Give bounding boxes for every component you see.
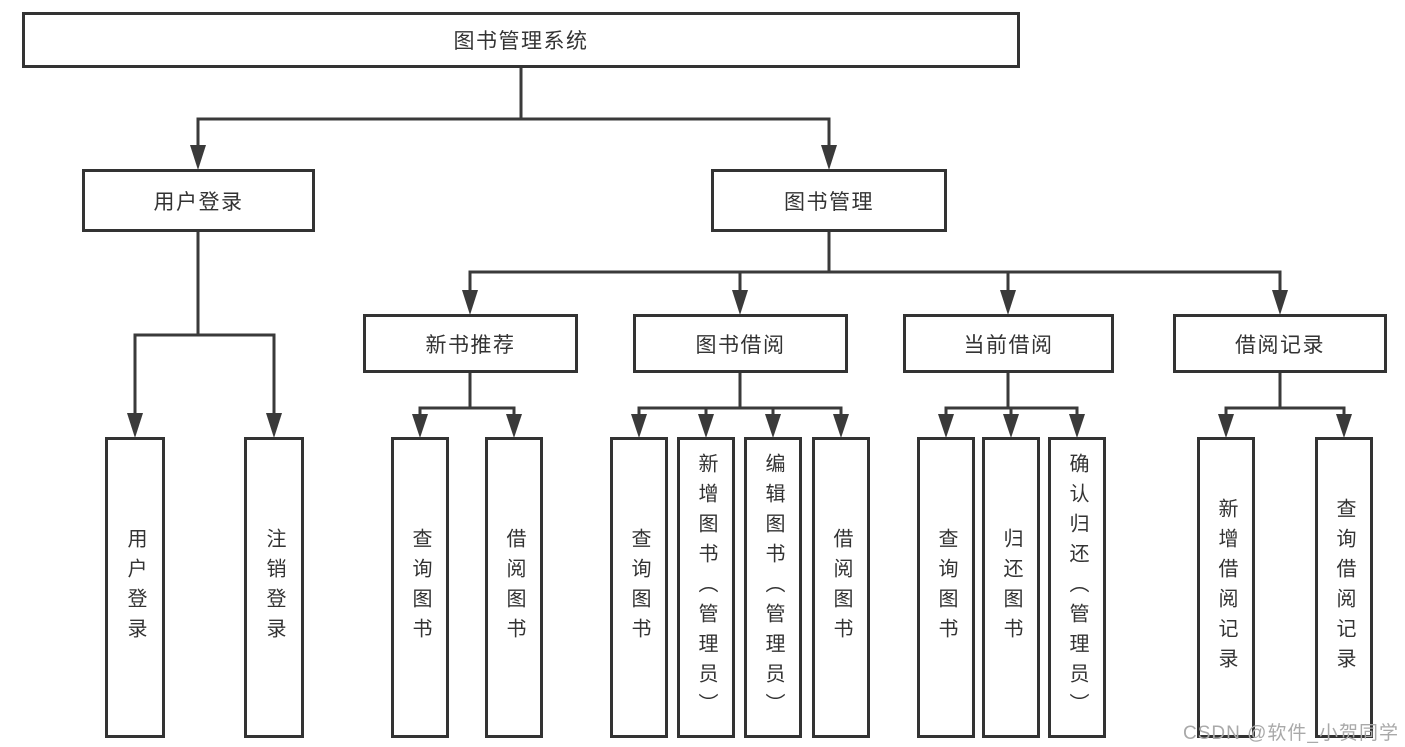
connector-arrowhead bbox=[1218, 414, 1234, 438]
node-label: 当前借阅 bbox=[963, 333, 1054, 357]
leaf-query-books-current: 查询图书 bbox=[917, 437, 975, 738]
node-book-management-system: 图书管理系统 bbox=[22, 12, 1020, 68]
leaf-return-books: 归还图书 bbox=[982, 437, 1040, 738]
leaf-label: 确认归还（管理员） bbox=[1066, 452, 1088, 723]
leaf-label: 编辑图书（管理员） bbox=[762, 452, 784, 723]
leaf-label: 借阅图书 bbox=[503, 527, 525, 648]
leaf-user-login: 用户登录 bbox=[105, 437, 165, 738]
node-label: 图书管理系统 bbox=[453, 30, 589, 53]
leaf-edit-books-admin: 编辑图书（管理员） bbox=[744, 437, 802, 738]
leaf-borrow-books-borrowing: 借阅图书 bbox=[812, 437, 870, 738]
connector-new-book-recommendation-to-leaves bbox=[412, 370, 522, 438]
leaf-query-books-recommend: 查询图书 bbox=[391, 437, 449, 738]
connector-arrowhead bbox=[698, 414, 714, 438]
connector-arrowhead bbox=[938, 414, 954, 438]
connector-root-to-level2 bbox=[190, 64, 837, 170]
leaf-label: 借阅图书 bbox=[830, 527, 852, 648]
connector-arrowhead bbox=[631, 414, 647, 438]
connector-arrowhead bbox=[266, 413, 282, 438]
leaf-query-books-borrowing: 查询图书 bbox=[610, 437, 668, 738]
connector-arrowhead bbox=[1003, 414, 1019, 438]
leaf-logout: 注销登录 bbox=[244, 437, 304, 738]
leaf-label: 新增图书（管理员） bbox=[695, 452, 717, 723]
leaf-label: 查询借阅记录 bbox=[1333, 497, 1355, 678]
connector-arrowhead bbox=[190, 145, 206, 170]
node-label: 图书管理 bbox=[784, 190, 874, 214]
leaf-label: 用户登录 bbox=[124, 527, 146, 648]
connector-arrowhead bbox=[833, 414, 849, 438]
connector-arrowhead bbox=[732, 290, 748, 315]
leaf-label: 注销登录 bbox=[263, 527, 285, 648]
connector-arrowhead bbox=[127, 413, 143, 438]
node-borrowing-records: 借阅记录 bbox=[1173, 314, 1387, 373]
connector-book-management-to-level3 bbox=[462, 228, 1288, 315]
node-current-borrowing: 当前借阅 bbox=[903, 314, 1114, 373]
connector-borrowing-records-to-leaves bbox=[1218, 370, 1352, 438]
connector-current-borrowing-to-leaves bbox=[938, 370, 1085, 438]
connector-arrowhead bbox=[1000, 290, 1016, 315]
connector-user-login-to-leaves bbox=[127, 228, 282, 438]
leaf-add-books-admin: 新增图书（管理员） bbox=[677, 437, 735, 738]
leaf-query-borrowing-record: 查询借阅记录 bbox=[1315, 437, 1373, 738]
node-book-management: 图书管理 bbox=[711, 169, 947, 232]
connector-arrowhead bbox=[1069, 414, 1085, 438]
node-label: 用户登录 bbox=[153, 190, 244, 214]
leaf-label: 查询图书 bbox=[935, 527, 957, 648]
connector-arrowhead bbox=[821, 145, 837, 170]
node-label: 借阅记录 bbox=[1235, 333, 1325, 357]
node-label: 图书借阅 bbox=[695, 333, 786, 357]
node-new-book-recommendation: 新书推荐 bbox=[363, 314, 578, 373]
connector-arrowhead bbox=[462, 290, 478, 315]
connector-arrowhead bbox=[1272, 290, 1288, 315]
connector-arrowhead bbox=[1336, 414, 1352, 438]
node-user-login: 用户登录 bbox=[82, 169, 315, 232]
connector-book-borrowing-to-leaves bbox=[631, 370, 849, 438]
leaf-add-borrowing-record: 新增借阅记录 bbox=[1197, 437, 1255, 738]
leaf-borrow-books-recommend: 借阅图书 bbox=[485, 437, 543, 738]
leaf-label: 新增借阅记录 bbox=[1215, 497, 1237, 678]
connector-arrowhead bbox=[506, 414, 522, 438]
leaf-label: 查询图书 bbox=[409, 527, 431, 648]
leaf-label: 查询图书 bbox=[628, 527, 650, 648]
node-book-borrowing: 图书借阅 bbox=[633, 314, 848, 373]
connector-arrowhead bbox=[412, 414, 428, 438]
leaf-confirm-return-admin: 确认归还（管理员） bbox=[1048, 437, 1106, 738]
connector-arrowhead bbox=[765, 414, 781, 438]
watermark: CSDN @软件_小贺同学 bbox=[1183, 723, 1399, 744]
node-label: 新书推荐 bbox=[425, 333, 516, 357]
leaf-label: 归还图书 bbox=[1000, 527, 1022, 648]
